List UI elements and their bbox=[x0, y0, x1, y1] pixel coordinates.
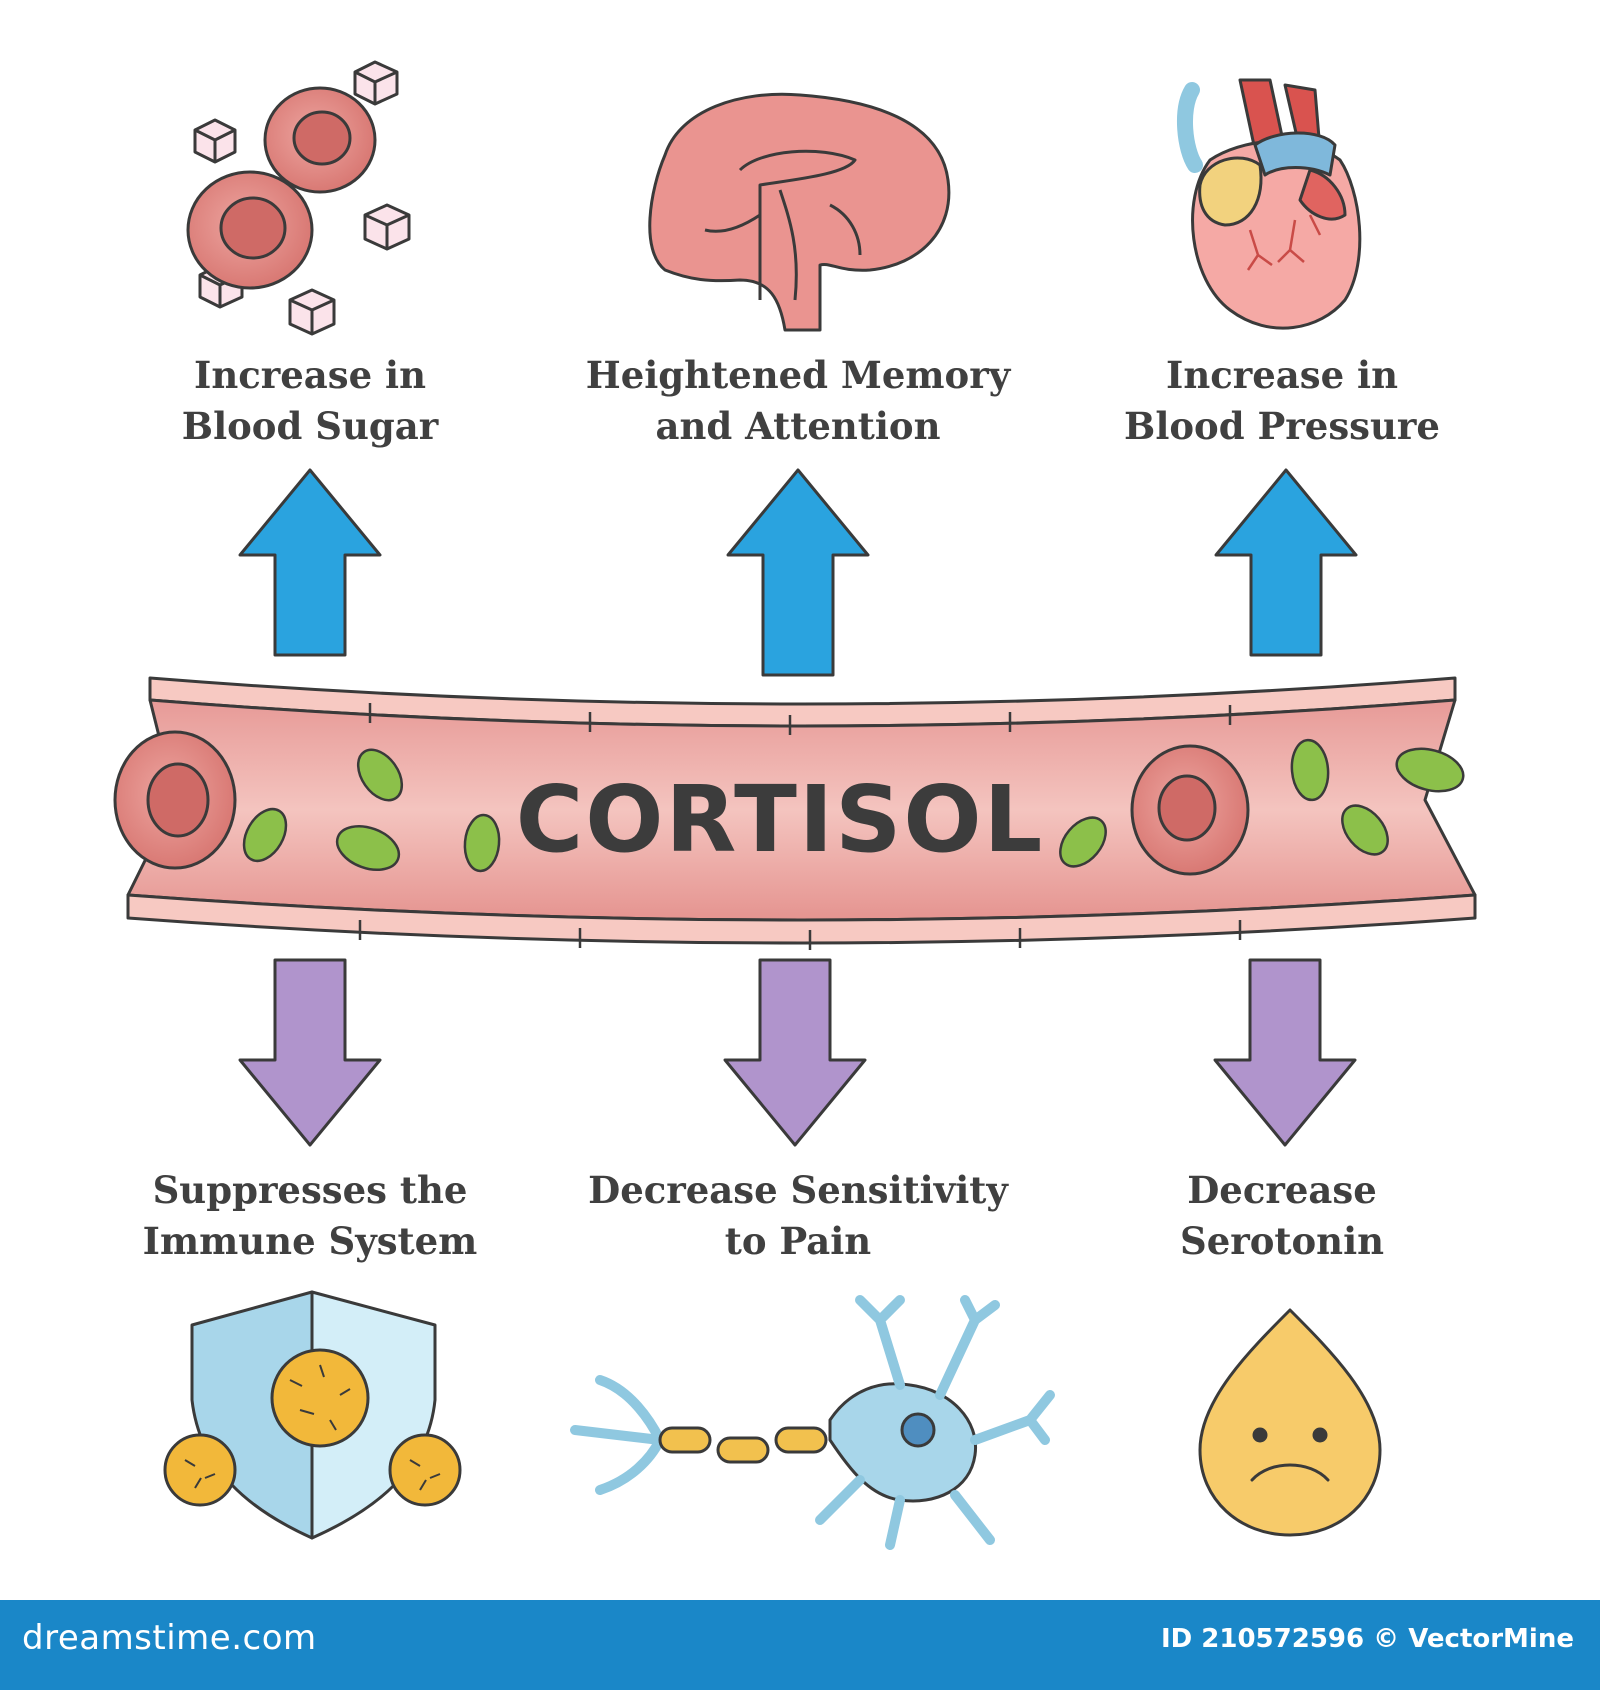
platelets bbox=[242, 738, 1465, 873]
neuron-icon bbox=[570, 1295, 1055, 1550]
brain-icon bbox=[648, 92, 951, 332]
up-arrow-center bbox=[726, 468, 870, 677]
sad-drop-icon bbox=[1198, 1308, 1382, 1537]
watermark-footer: dreamstime.com ID 210572596 © VectorMine bbox=[0, 1600, 1600, 1690]
effect-label-line: Decrease bbox=[1187, 1168, 1377, 1212]
diagram-illustrations bbox=[113, 60, 1477, 1550]
up-arrow-right bbox=[1214, 468, 1358, 657]
footer-brand: dreamstime.com bbox=[22, 1618, 317, 1658]
effect-label-line: Heightened Memory bbox=[585, 353, 1011, 397]
effect-label-memory: Heightened Memory and Attention bbox=[558, 350, 1038, 452]
down-arrow-center bbox=[723, 958, 867, 1147]
red-blood-cells bbox=[113, 730, 1250, 876]
cortisol-title: CORTISOL bbox=[515, 766, 1045, 873]
effect-label-line: Serotonin bbox=[1179, 1219, 1385, 1263]
immune-shield-icon bbox=[163, 1290, 462, 1540]
effect-label-line: to Pain bbox=[724, 1219, 872, 1263]
effect-label-line: Blood Pressure bbox=[1124, 404, 1440, 448]
effect-label-line: and Attention bbox=[655, 404, 941, 448]
effect-label-line: Immune System bbox=[142, 1219, 478, 1263]
footer-image-id: ID 210572596 © VectorMine bbox=[1160, 1624, 1574, 1654]
down-arrow-left bbox=[238, 958, 382, 1147]
blood-sugar-icon bbox=[186, 60, 411, 336]
effect-label-blood-sugar: Increase in Blood Sugar bbox=[70, 350, 550, 452]
effect-label-immune: Suppresses the Immune System bbox=[70, 1165, 550, 1267]
effect-label-line: Suppresses the bbox=[152, 1168, 468, 1212]
effect-label-blood-pressure: Increase in Blood Pressure bbox=[1042, 350, 1522, 452]
effect-label-line: Blood Sugar bbox=[181, 404, 439, 448]
effect-label-serotonin: Decrease Serotonin bbox=[1042, 1165, 1522, 1267]
effect-label-line: Increase in bbox=[194, 353, 426, 397]
blood-vessel bbox=[126, 676, 1477, 950]
effect-label-line: Increase in bbox=[1166, 353, 1398, 397]
heart-icon bbox=[1176, 78, 1362, 330]
down-arrow-right bbox=[1213, 958, 1357, 1147]
effect-label-line: Decrease Sensitivity bbox=[588, 1168, 1008, 1212]
effect-label-pain: Decrease Sensitivity to Pain bbox=[558, 1165, 1038, 1267]
up-arrow-left bbox=[238, 468, 382, 657]
